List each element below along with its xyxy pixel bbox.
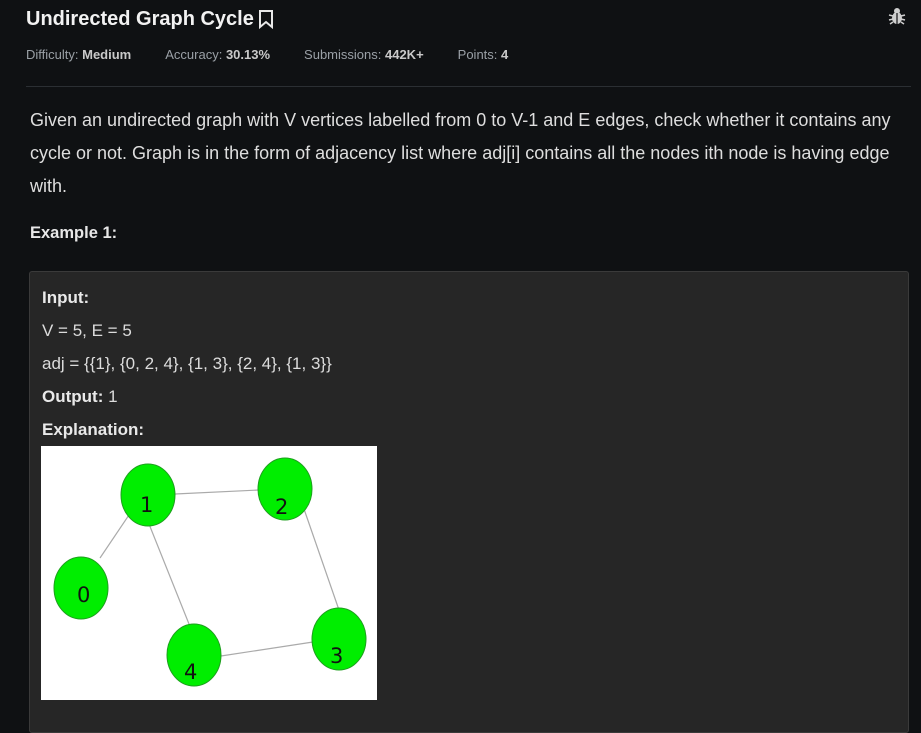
- svg-text:3: 3: [330, 644, 343, 668]
- graph-svg: 0 1 2 3 4: [53, 457, 367, 687]
- svg-text:1: 1: [140, 493, 153, 517]
- explanation-line: Explanation:: [42, 420, 144, 440]
- graph-image: 0 1 2 3 4: [41, 446, 377, 700]
- output-label: Output:: [42, 387, 104, 406]
- bug-icon[interactable]: [887, 6, 907, 26]
- example-title: Example 1:: [30, 224, 118, 242]
- bookmark-icon[interactable]: [258, 9, 274, 30]
- input-label-line: Input:: [42, 288, 89, 308]
- title-row: Undirected Graph Cycle: [26, 4, 911, 34]
- accuracy: Accuracy: 30.13%: [165, 47, 271, 62]
- submissions: Submissions: 442K+: [304, 47, 424, 62]
- problem-meta: Difficulty: Medium Accuracy: 30.13% Subm…: [26, 47, 508, 62]
- graph-node-3: 3: [311, 607, 367, 671]
- output-value: 1: [103, 387, 118, 406]
- problem-description: Given an undirected graph with V vertice…: [30, 110, 891, 196]
- graph-node-2: 2: [257, 457, 313, 521]
- edge-0-1: [99, 511, 132, 559]
- graph-node-1: 1: [120, 463, 176, 527]
- svg-text:2: 2: [275, 495, 288, 519]
- edge-1-4: [148, 523, 192, 630]
- divider: [26, 86, 911, 87]
- edge-2-3: [303, 508, 340, 611]
- graph-node-0: 0: [53, 556, 109, 620]
- explanation-label: Explanation:: [42, 420, 145, 439]
- problem-title: Undirected Graph Cycle: [26, 7, 254, 30]
- difficulty: Difficulty: Medium: [26, 47, 132, 62]
- edge-1-2: [174, 489, 260, 495]
- points: Points: 4: [457, 47, 509, 62]
- input-line-2: adj = {{1}, {0, 2, 4}, {1, 3}, {2, 4}, {…: [42, 354, 332, 373]
- input-line-1: V = 5, E = 5: [42, 321, 132, 340]
- edge-3-4: [220, 641, 314, 657]
- svg-text:4: 4: [184, 660, 197, 684]
- svg-text:0: 0: [77, 583, 90, 607]
- graph-node-4: 4: [166, 623, 222, 687]
- output-line: Output: 1: [42, 387, 118, 407]
- example-box: Input: V = 5, E = 5 adj = {{1}, {0, 2, 4…: [29, 271, 909, 733]
- input-label: Input:: [42, 288, 90, 307]
